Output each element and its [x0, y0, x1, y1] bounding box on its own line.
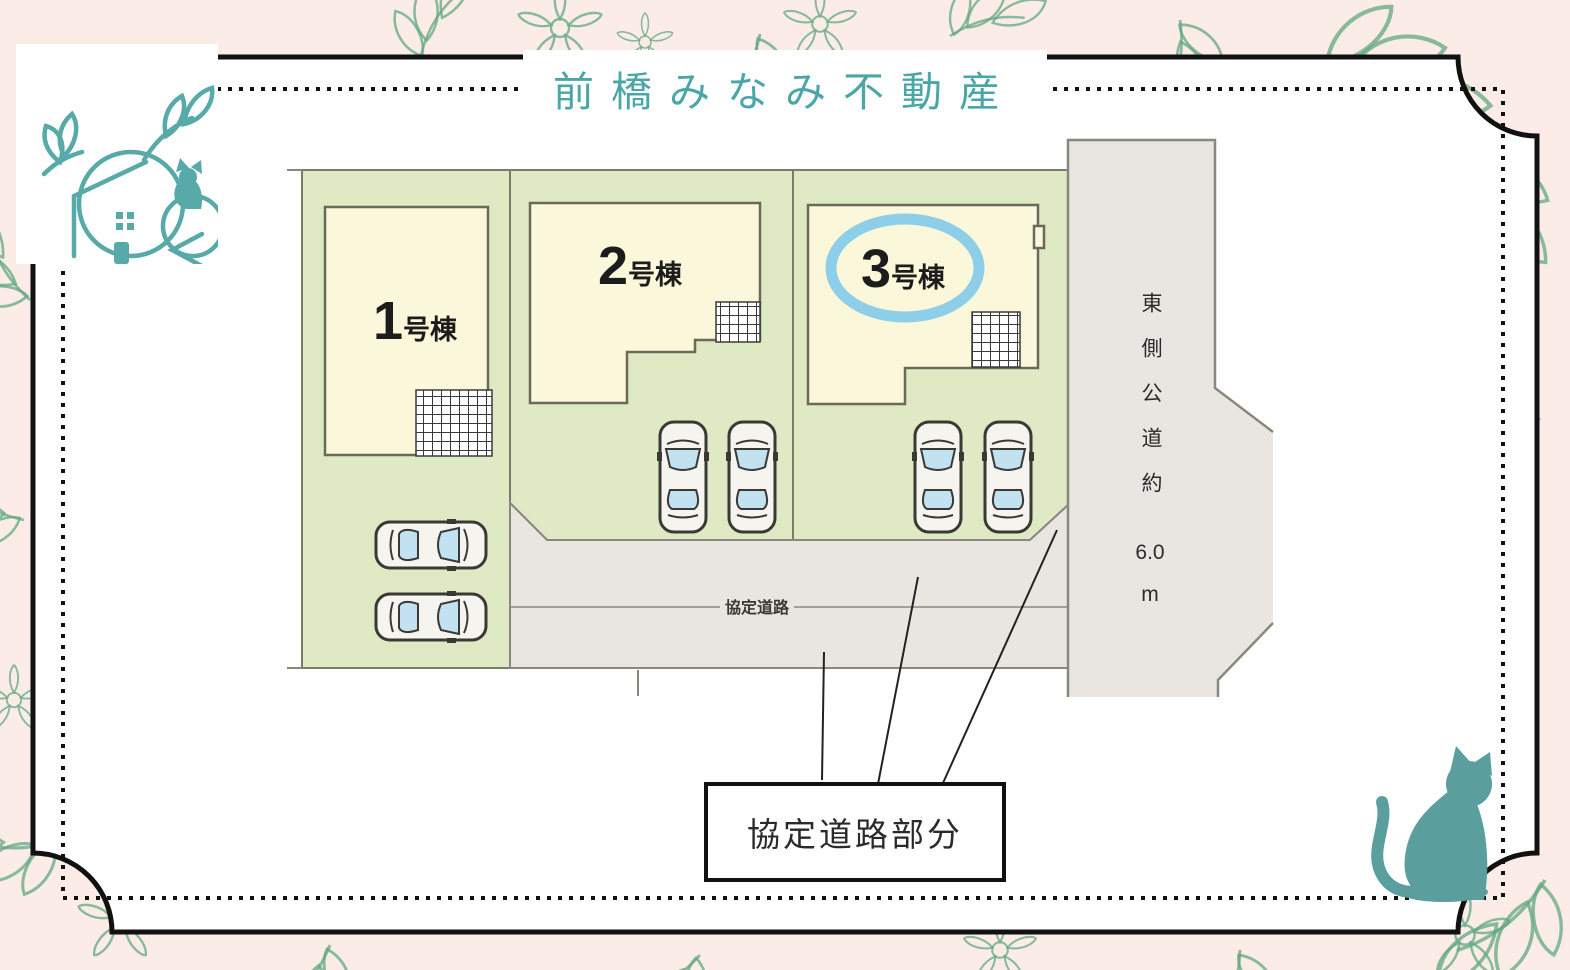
boundary-ticks — [287, 169, 639, 696]
building-2 — [528, 201, 762, 405]
building-3-notch — [1032, 224, 1046, 250]
building-3-number: 3 — [860, 239, 892, 299]
car-lot3-a — [910, 420, 966, 534]
building-3-suffix: 号棟 — [891, 263, 946, 293]
hatch-building-2 — [715, 301, 761, 343]
east-road-text: 東側公道約 — [1139, 292, 1162, 517]
hatch-building-1 — [415, 389, 493, 457]
car-lot3-b — [980, 420, 1036, 534]
house-cat-logo-icon — [41, 85, 218, 264]
callout-box: 協定道路部分 — [704, 782, 1006, 882]
car-lot2-a — [655, 420, 711, 534]
building-1-number: 1 — [372, 291, 404, 351]
agreement-road-label: 協定道路 — [719, 594, 795, 618]
hatch-areas — [415, 301, 1021, 457]
east-road-edges — [1066, 138, 1274, 697]
title-strip: 前橋みなみ不動産 — [523, 50, 1047, 132]
east-road-value: 6.0 — [1135, 541, 1165, 564]
hatch-building-3 — [971, 311, 1021, 368]
logo-box — [16, 44, 218, 264]
east-road-fill — [1068, 140, 1273, 697]
car-lot1-a — [374, 517, 488, 573]
callout-leader-lines — [821, 529, 1058, 785]
building-3-label: 3号棟 — [861, 238, 945, 300]
car-lot2-b — [724, 420, 780, 534]
east-road-unit: m — [1141, 583, 1159, 606]
callout-label: 協定道路部分 — [747, 816, 963, 853]
car-lot1-b — [374, 589, 488, 645]
building-2-suffix: 号棟 — [628, 260, 683, 290]
building-1-suffix: 号棟 — [403, 315, 458, 345]
highlight-circle-building-3 — [825, 213, 985, 323]
east-road-label: 東側公道約 6.0 m — [1126, 292, 1174, 607]
dotted-border — [61, 87, 1505, 900]
page-title: 前橋みなみ不動産 — [553, 69, 1017, 115]
building-2-number: 2 — [597, 236, 629, 296]
building-1-label: 1号棟 — [373, 290, 457, 352]
building-2-label: 2号棟 — [598, 235, 682, 297]
